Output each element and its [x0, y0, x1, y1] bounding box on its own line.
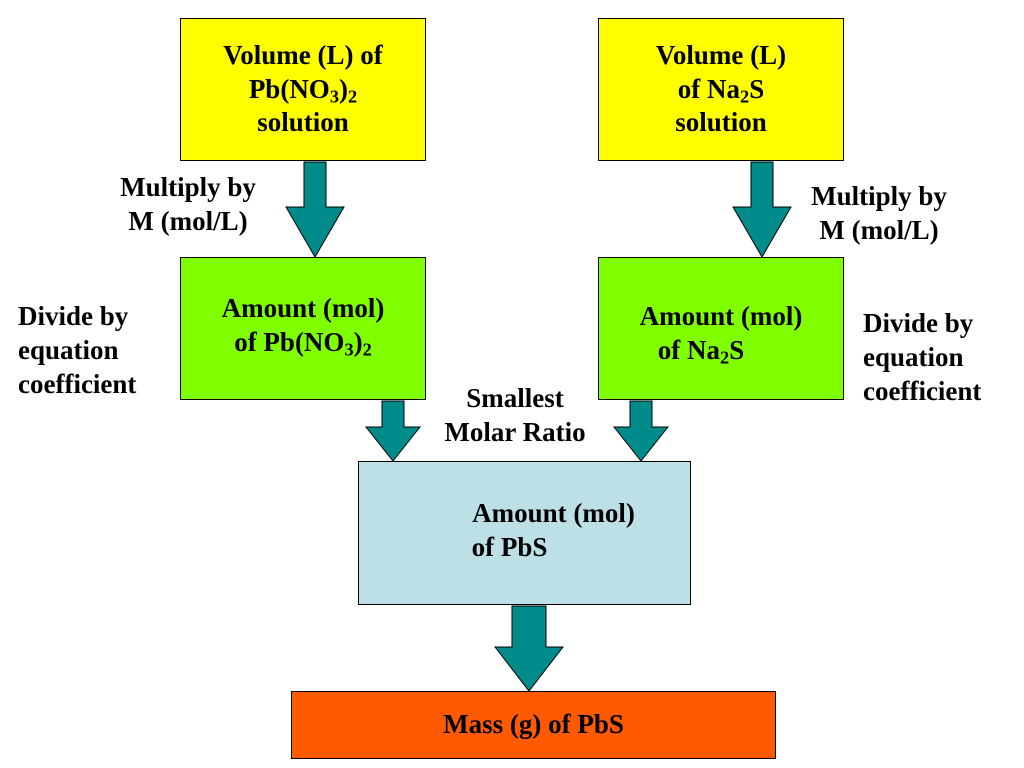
na-amount-line1: Amount (mol): [639, 301, 803, 331]
down-arrow-icon: [285, 161, 345, 258]
left-divide-label: Divide by equation coefficient: [18, 301, 137, 399]
down-arrow-icon: [613, 400, 669, 462]
na-volume-line1: Volume (L): [655, 39, 787, 70]
pb-nitrate-amount-box: Amount (mol) of Pb(NO3)2: [180, 257, 426, 400]
pbs-mass-box: Mass (g) of PbS: [291, 691, 776, 759]
down-arrow-icon: [365, 400, 421, 462]
na-sulfide-volume-box: Volume (L) of Na2S solution: [598, 18, 844, 161]
left-multiply-label: Multiply by M (mol/L): [120, 172, 256, 236]
down-arrow-icon: [494, 605, 564, 692]
down-arrow-icon: [732, 161, 792, 258]
pb-amount-line1: Amount (mol): [221, 293, 385, 323]
pb-volume-line1: Volume (L) of: [223, 39, 383, 70]
na-volume-line2: of Na2S: [677, 73, 765, 107]
right-multiply-label: Multiply by M (mol/L): [811, 181, 947, 245]
right-divide-label: Divide by equation coefficient: [863, 308, 982, 406]
pbs-mass-text: Mass (g) of PbS: [443, 709, 624, 740]
na-sulfide-amount-box: Amount (mol) of Na2S: [598, 257, 844, 400]
na-volume-line3: solution: [675, 107, 767, 138]
pb-amount-line2: of Pb(NO3)2: [234, 326, 372, 360]
pb-nitrate-volume-box: Volume (L) of Pb(NO3)2 solution: [180, 18, 426, 161]
smallest-molar-ratio-label: Smallest Molar Ratio: [444, 383, 586, 447]
pbs-amount-line2: of PbS: [471, 531, 548, 562]
pbs-amount-box: Amount (mol) of PbS: [358, 461, 691, 605]
pbs-amount-line1: Amount (mol): [472, 498, 635, 528]
pb-volume-line2: Pb(NO3)2: [248, 73, 358, 107]
na-amount-line2: of Na2S: [657, 334, 745, 368]
pb-volume-line3: solution: [257, 107, 349, 138]
